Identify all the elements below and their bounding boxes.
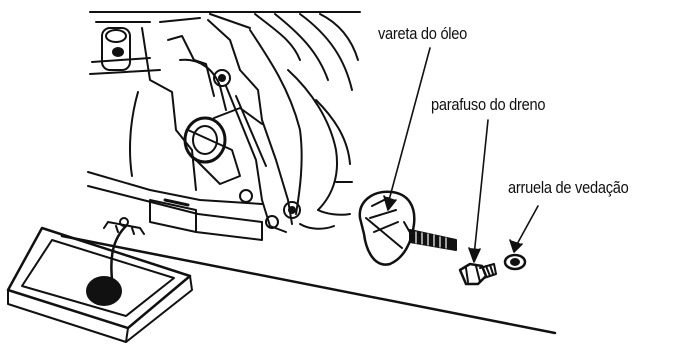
drain-bolt-part [460, 264, 496, 284]
sealing-washer-part [505, 255, 525, 269]
dipstick-part [360, 192, 456, 265]
drain-pan [8, 218, 192, 342]
engine-block [88, 12, 360, 240]
dipstick-leader-arrow [388, 48, 430, 204]
leader-arrows [384, 48, 538, 262]
drain-bolt-leader-arrow [474, 120, 488, 256]
drain-bolt-label: parafuso do dreno [431, 95, 545, 115]
dipstick-label: vareta do óleo [378, 24, 467, 44]
sealing-washer-label: arruela de vedação [508, 178, 629, 198]
ground-line [62, 236, 555, 333]
washer-leader-arrow [516, 206, 538, 246]
